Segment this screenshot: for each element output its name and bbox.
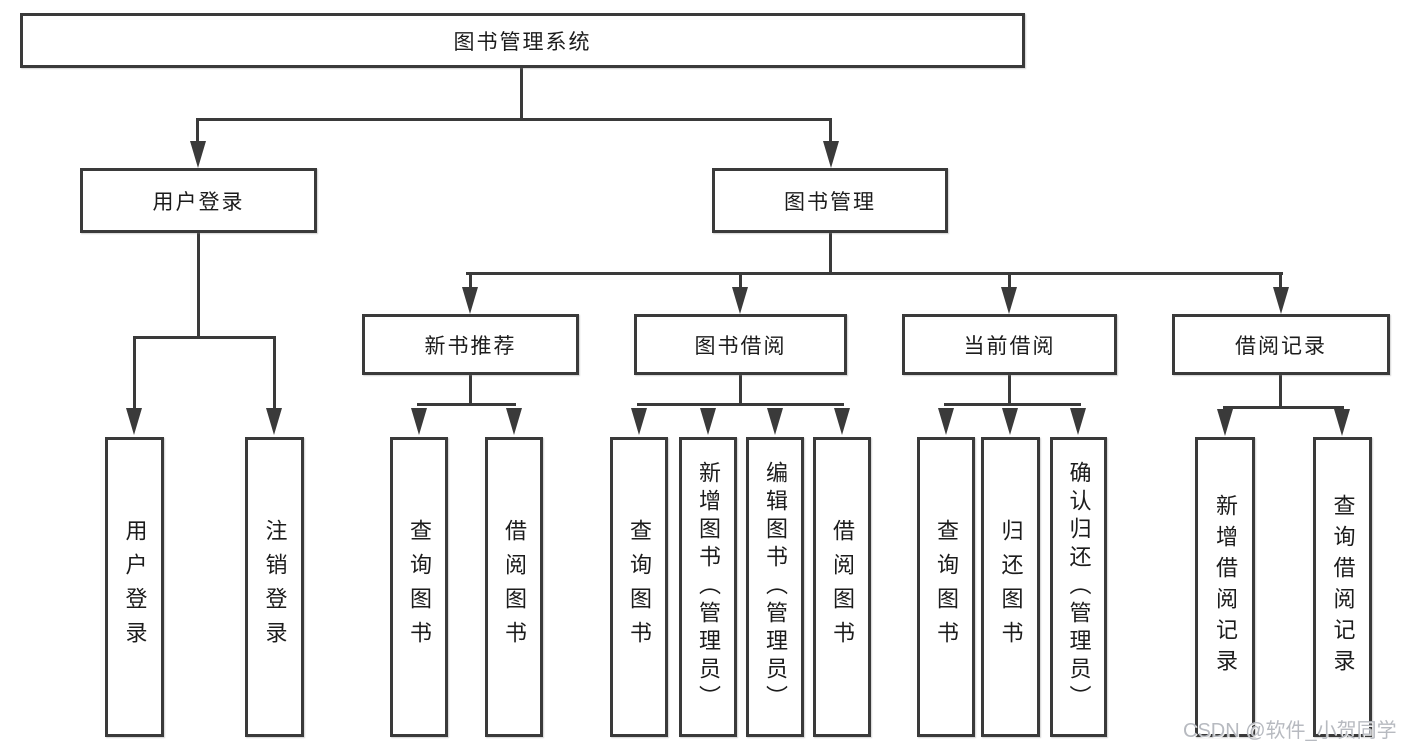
- arrowhead-to-user-login: [190, 141, 206, 168]
- arrowhead-to-new-book-rec: [462, 287, 478, 314]
- connector-stub-current-borrow: [1008, 272, 1011, 289]
- leaf-query-books-borrowing: 查询图书: [610, 437, 668, 737]
- node-label: 确认归还（管理员）: [1066, 461, 1092, 713]
- node-borrowing-records: 借阅记录: [1172, 314, 1390, 375]
- connector-book-borrow-stem: [739, 373, 742, 406]
- connector-current-borrow-stem: [1008, 373, 1011, 406]
- node-book-management: 图书管理: [712, 168, 948, 233]
- arrowhead-to-leaf-user-login: [126, 408, 142, 435]
- connector-new-book-rec-rail: [417, 403, 516, 406]
- leaf-user-login: 用户登录: [105, 437, 164, 737]
- leaf-logout: 注销登录: [245, 437, 304, 737]
- node-label: 用户登录: [152, 190, 245, 214]
- arrowhead-to-add-book-admin: [700, 408, 716, 435]
- arrowhead-to-borrow-books-rec: [506, 408, 522, 435]
- connector-stub-leaf-user-login: [133, 336, 136, 410]
- leaf-edit-book-admin: 编辑图书（管理员）: [746, 437, 804, 737]
- node-label: 新增图书（管理员）: [696, 461, 721, 713]
- connector-root-rail: [196, 118, 832, 121]
- node-label: 注销登录: [262, 519, 288, 655]
- node-label: 图书借阅: [694, 334, 787, 358]
- node-label: 查询图书: [627, 519, 652, 655]
- arrowhead-to-query-books-current: [938, 408, 954, 435]
- leaf-query-books-recommend: 查询图书: [390, 437, 448, 737]
- connector-book-borrow-rail: [637, 403, 844, 406]
- leaf-query-books-current: 查询图书: [917, 437, 975, 737]
- node-library-management-system: 图书管理系统: [20, 13, 1025, 68]
- connector-borrow-records-rail: [1223, 406, 1344, 409]
- connector-stub-book-borrow: [739, 272, 742, 289]
- connector-stub-book-management: [829, 118, 832, 146]
- connector-user-login-rail: [133, 336, 276, 339]
- connector-user-login-stem: [197, 233, 200, 339]
- node-label: 图书管理系统: [453, 30, 592, 54]
- node-label: 查询图书: [407, 519, 432, 655]
- connector-stub-borrow-records: [1279, 272, 1282, 289]
- node-user-login: 用户登录: [80, 168, 317, 233]
- arrowhead-to-query-borrow-record: [1334, 409, 1350, 436]
- arrowhead-to-borrow-books-borrow: [834, 408, 850, 435]
- connector-stub-leaf-logout: [273, 336, 276, 410]
- connector-current-borrow-rail: [944, 403, 1081, 406]
- connector-book-mgmt-rail: [466, 272, 1283, 275]
- node-label: 归还图书: [998, 519, 1024, 655]
- connector-stub-new-book-rec: [469, 272, 472, 289]
- node-label: 用户登录: [122, 519, 148, 655]
- arrowhead-to-add-borrow-record: [1217, 409, 1233, 436]
- node-label: 借阅图书: [502, 519, 527, 655]
- connector-borrow-records-stem: [1279, 373, 1282, 409]
- arrowhead-to-borrow-records: [1273, 287, 1289, 314]
- node-label: 编辑图书（管理员）: [763, 461, 788, 713]
- leaf-query-borrow-record: 查询借阅记录: [1313, 437, 1372, 737]
- leaf-borrow-books-recommend: 借阅图书: [485, 437, 543, 737]
- connector-new-book-rec-stem: [469, 373, 472, 406]
- node-label: 新书推荐: [424, 334, 517, 358]
- leaf-confirm-return-admin: 确认归还（管理员）: [1050, 437, 1107, 737]
- node-label: 查询借阅记录: [1330, 494, 1356, 680]
- leaf-add-borrow-record: 新增借阅记录: [1195, 437, 1255, 737]
- node-current-borrowing: 当前借阅: [902, 314, 1117, 375]
- leaf-borrow-books-borrowing: 借阅图书: [813, 437, 871, 737]
- arrowhead-to-leaf-logout: [266, 408, 282, 435]
- csdn-watermark: CSDN @软件_小贺同学: [1183, 720, 1397, 742]
- node-book-borrowing: 图书借阅: [634, 314, 847, 375]
- arrowhead-to-edit-book-admin: [767, 408, 783, 435]
- node-label: 当前借阅: [963, 334, 1056, 358]
- arrowhead-to-query-books-rec: [411, 408, 427, 435]
- leaf-return-book: 归还图书: [981, 437, 1040, 737]
- node-label: 图书管理: [784, 190, 876, 214]
- arrowhead-to-query-books-borrow: [631, 408, 647, 435]
- node-new-book-recommendation: 新书推荐: [362, 314, 579, 375]
- connector-book-mgmt-stem: [829, 233, 832, 275]
- node-label: 新增借阅记录: [1213, 494, 1238, 680]
- arrowhead-to-book-management: [823, 141, 839, 168]
- node-label: 查询图书: [934, 519, 959, 655]
- connector-root-stem: [520, 68, 523, 121]
- leaf-add-book-admin: 新增图书（管理员）: [679, 437, 737, 737]
- arrowhead-to-confirm-return-admin: [1070, 408, 1086, 435]
- arrowhead-to-book-borrow: [732, 287, 748, 314]
- arrowhead-to-return-book: [1002, 408, 1018, 435]
- node-label: 借阅图书: [830, 519, 855, 655]
- connector-stub-user-login: [196, 118, 199, 146]
- arrowhead-to-current-borrow: [1001, 287, 1017, 314]
- node-label: 借阅记录: [1235, 334, 1327, 358]
